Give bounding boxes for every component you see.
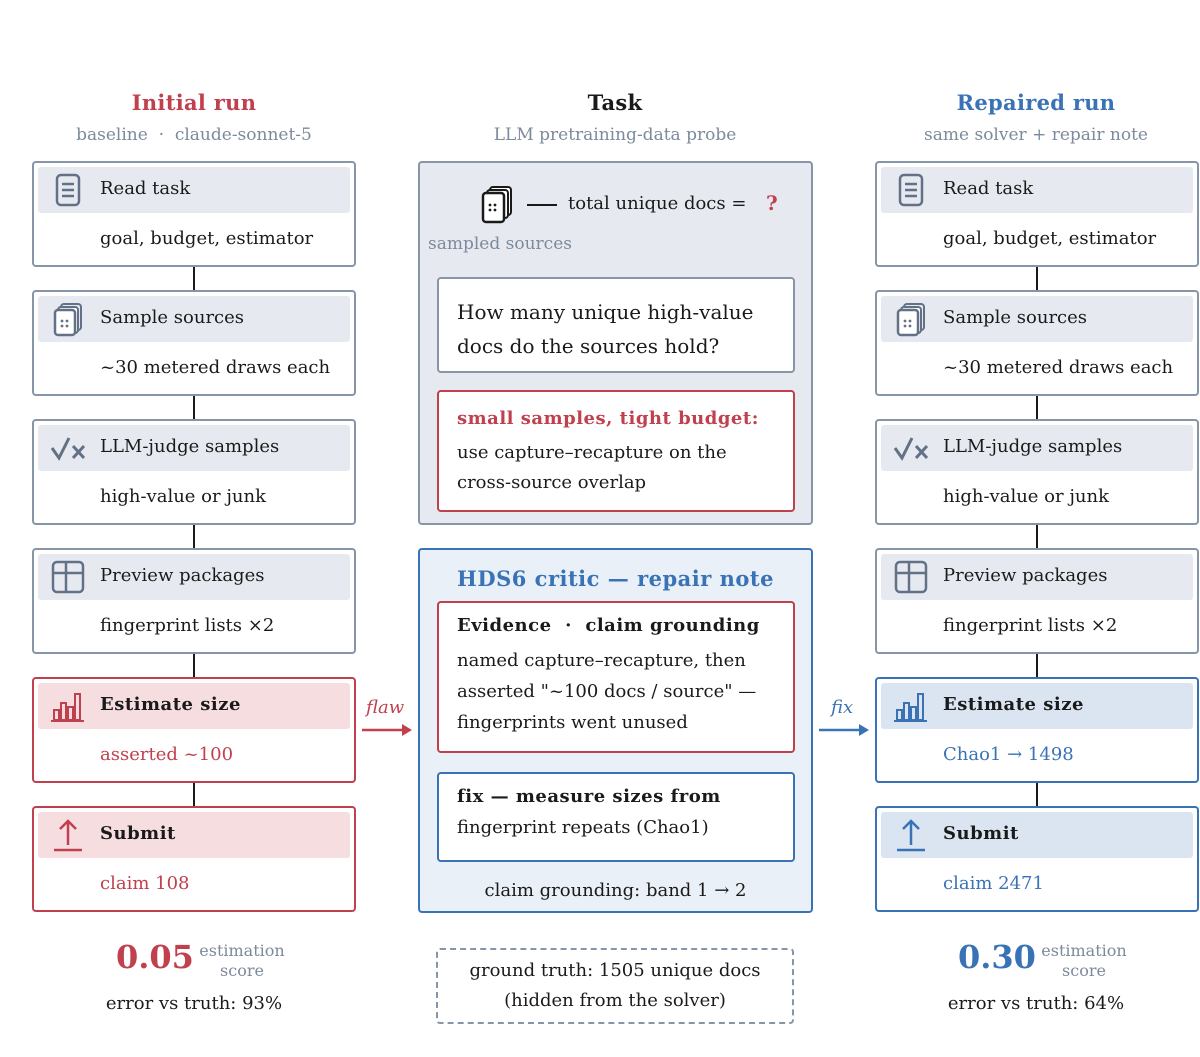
stacked-docs-icon	[896, 303, 925, 337]
connector-line	[1036, 525, 1038, 548]
ground-truth-text: ground truth: 1505 unique docs	[469, 960, 761, 981]
right-step-estimate-size: Estimate size Chao1 → 1498	[875, 677, 1199, 783]
task-panel: total unique docs = ? sampled sources Ho…	[418, 161, 813, 525]
step-label: Sample sources	[100, 307, 245, 328]
connector-line	[193, 267, 195, 290]
hint-title: small samples, tight budget:	[457, 408, 759, 429]
critic-title: HDS6 critic — repair note	[457, 566, 774, 591]
step-label: Preview packages	[100, 565, 265, 586]
evidence-title: Evidence · claim grounding	[457, 615, 760, 636]
left-step-submit: Submit claim 108	[32, 806, 356, 912]
dash-line	[527, 204, 557, 206]
flaw-arrow-icon	[362, 724, 412, 736]
connector-line	[193, 783, 195, 806]
question-box: How many unique high-value docs do the s…	[437, 277, 795, 373]
ground-truth-box: ground truth: 1505 unique docs (hidden f…	[436, 948, 794, 1024]
repaired-run-subtitle: same solver + repair note	[924, 125, 1148, 145]
step-label: LLM-judge samples	[943, 436, 1123, 457]
repaired-run-title: Repaired run	[956, 90, 1116, 115]
left-step-read-task: Read task goal, budget, estimator	[32, 161, 356, 267]
connector-line	[1036, 267, 1038, 290]
step-body: high-value or junk	[943, 486, 1110, 507]
upload-arrow-icon	[54, 819, 82, 852]
connector-line	[193, 525, 195, 548]
total-unique-docs-label: total unique docs =	[568, 193, 747, 214]
unknown-question-mark: ?	[766, 191, 778, 215]
grid-icon	[894, 560, 928, 594]
step-label: Submit	[100, 823, 176, 844]
step-body: goal, budget, estimator	[943, 228, 1157, 249]
repaired-score-value: 0.30	[958, 938, 1036, 976]
stacked-docs-icon	[53, 303, 82, 337]
step-label: Submit	[943, 823, 1019, 844]
step-body: claim 108	[100, 873, 190, 894]
initial-run-title: Initial run	[131, 90, 257, 115]
left-step-sample-sources: Sample sources ~30 metered draws each	[32, 290, 356, 396]
step-body: fingerprint lists ×2	[943, 615, 1118, 636]
grid-icon	[51, 560, 85, 594]
step-body: high-value or junk	[100, 486, 267, 507]
step-label: Estimate size	[100, 694, 241, 715]
step-body: claim 2471	[943, 873, 1044, 894]
step-body: asserted ~100	[100, 744, 234, 765]
repaired-error: error vs truth: 64%	[947, 993, 1125, 1014]
bar-chart-icon	[51, 693, 84, 722]
document-icon	[55, 173, 81, 207]
evidence-text: named capture–recapture, then asserted "…	[457, 650, 757, 733]
step-label: Preview packages	[943, 565, 1108, 586]
right-step-llm-judge: LLM-judge samples high-value or junk	[875, 419, 1199, 525]
check-cross-icon	[50, 437, 86, 461]
left-step-llm-judge: LLM-judge samples high-value or junk	[32, 419, 356, 525]
step-body: Chao1 → 1498	[943, 744, 1074, 765]
upload-arrow-icon	[897, 819, 925, 852]
step-label: LLM-judge samples	[100, 436, 280, 457]
connector-line	[1036, 654, 1038, 677]
check-cross-icon	[893, 437, 929, 461]
right-step-submit: Submit claim 2471	[875, 806, 1199, 912]
flaw-label: flaw	[366, 697, 405, 718]
initial-run-subtitle: baseline · claude-sonnet-5	[76, 125, 312, 145]
step-body: ~30 metered draws each	[100, 357, 331, 378]
step-body: fingerprint lists ×2	[100, 615, 275, 636]
step-label: Read task	[100, 178, 191, 199]
right-step-preview-packages: Preview packages fingerprint lists ×2	[875, 548, 1199, 654]
document-icon	[898, 173, 924, 207]
connector-line	[193, 396, 195, 419]
band-change: claim grounding: band 1 → 2	[484, 880, 747, 901]
connector-line	[193, 654, 195, 677]
fix-arrow-icon	[819, 724, 869, 736]
bar-chart-icon	[894, 693, 927, 722]
right-step-sample-sources: Sample sources ~30 metered draws each	[875, 290, 1199, 396]
step-body: ~30 metered draws each	[943, 357, 1174, 378]
left-step-estimate-size: Estimate size asserted ~100	[32, 677, 356, 783]
fix-label: fix	[831, 697, 854, 718]
task-subtitle: LLM pretraining-data probe	[493, 125, 737, 145]
fix-title: fix — measure sizes from	[457, 786, 721, 807]
evidence-box: Evidence · claim grounding named capture…	[437, 601, 795, 753]
task-title: Task	[587, 90, 643, 115]
critic-panel: HDS6 critic — repair note Evidence · cla…	[418, 548, 813, 913]
left-step-preview-packages: Preview packages fingerprint lists ×2	[32, 548, 356, 654]
question-text: How many unique high-value docs do the s…	[457, 300, 754, 358]
hint-text: use capture–recapture on the cross-sourc…	[457, 442, 727, 493]
initial-error: error vs truth: 93%	[105, 993, 283, 1014]
sampled-sources-label: sampled sources	[428, 234, 572, 254]
step-label: Sample sources	[943, 307, 1088, 328]
hint-box: small samples, tight budget: use capture…	[437, 390, 795, 512]
ground-truth-note: (hidden from the solver)	[504, 990, 726, 1011]
stacked-docs-icon	[481, 186, 512, 224]
step-body: goal, budget, estimator	[100, 228, 314, 249]
right-step-read-task: Read task goal, budget, estimator	[875, 161, 1199, 267]
fix-box: fix — measure sizes from fingerprint rep…	[437, 772, 795, 862]
fix-text: fingerprint repeats (Chao1)	[457, 817, 709, 838]
step-label: Estimate size	[943, 694, 1084, 715]
connector-line	[1036, 783, 1038, 806]
connector-line	[1036, 396, 1038, 419]
initial-score-value: 0.05	[116, 938, 194, 976]
step-label: Read task	[943, 178, 1034, 199]
